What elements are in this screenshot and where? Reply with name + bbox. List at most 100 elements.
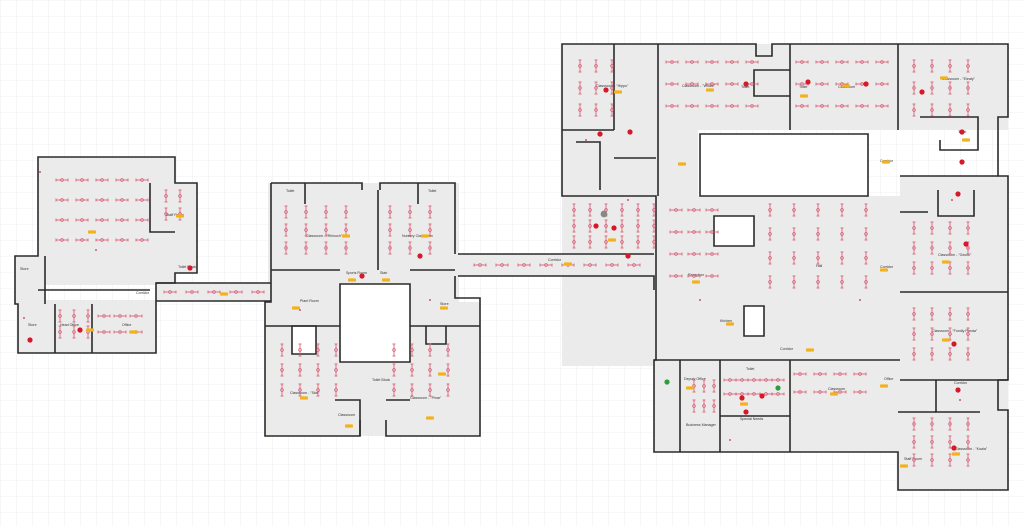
fluorescent-light-icon — [966, 347, 970, 361]
fluorescent-light-icon — [966, 261, 970, 275]
fluorescent-light-icon — [864, 227, 868, 241]
fluorescent-light-icon — [768, 203, 772, 217]
walls — [14, 43, 1009, 491]
exit-sign-icon — [940, 76, 948, 80]
room-label: Corridor — [136, 291, 150, 295]
fluorescent-light-icon — [298, 363, 302, 377]
room-labels: Classroom - "Hippo" Classroom - "Whale" … — [20, 77, 988, 461]
fluorescent-light-icon — [948, 435, 952, 449]
fluorescent-light-icon — [912, 327, 916, 341]
exit-sign-icon — [942, 338, 950, 342]
fluorescent-light-icon — [966, 417, 970, 431]
smoke-detector-icon — [859, 299, 861, 301]
fluorescent-light-icon — [875, 60, 889, 64]
exit-sign-icon — [608, 238, 616, 242]
fluorescent-light-icon — [627, 263, 641, 267]
fluorescent-light-icon — [388, 223, 392, 237]
fluorescent-light-icon — [705, 230, 719, 234]
fire-extinguisher-icon — [951, 341, 957, 347]
fluorescent-light-icon — [572, 235, 576, 249]
fluorescent-light-icon — [58, 309, 62, 323]
fluorescent-light-icon — [702, 379, 706, 393]
fluorescent-light-icon — [75, 178, 89, 182]
fluorescent-light-icon — [835, 60, 849, 64]
fluorescent-light-icon — [792, 227, 796, 241]
smoke-detector-icon — [699, 299, 701, 301]
exit-sign-icon — [130, 330, 138, 334]
fluorescent-light-icon — [912, 453, 916, 467]
fluorescent-light-icon — [446, 343, 450, 357]
fluorescent-light-icon — [930, 81, 934, 95]
fluorescent-light-icon — [280, 363, 284, 377]
room-label: Classroom - "Whale" — [682, 84, 716, 88]
fluorescent-light-icon — [594, 81, 598, 95]
fire-extinguisher-icon — [77, 327, 83, 333]
fire-extinguisher-icon — [963, 241, 969, 247]
fire-extinguisher-icon — [664, 379, 670, 385]
fluorescent-light-icon — [793, 372, 807, 376]
fluorescent-light-icon — [745, 60, 759, 64]
room-label: Toilet — [741, 85, 749, 89]
exit-sign-icon — [86, 328, 94, 332]
exit-sign-icon — [692, 280, 700, 284]
fire-extinguisher-icon — [603, 87, 609, 93]
markers-layer — [27, 76, 970, 468]
room-label: Store — [440, 302, 449, 306]
room-label: Nursery Classroom — [402, 234, 433, 238]
camera-icon — [600, 210, 608, 218]
room-label: Kitchen — [720, 319, 732, 323]
fluorescent-light-icon — [793, 390, 807, 394]
fluorescent-light-icon — [135, 218, 149, 222]
fluorescent-light-icon — [428, 363, 432, 377]
fluorescent-light-icon — [324, 205, 328, 219]
exit-sign-icon — [300, 396, 308, 400]
fluorescent-light-icon — [135, 198, 149, 202]
fluorescent-light-icon — [129, 314, 143, 318]
room-label: Classroom - "Star" — [290, 391, 320, 395]
fluorescent-light-icon — [948, 453, 952, 467]
room-label: Classroom - "Gecko" — [938, 253, 972, 257]
fluorescent-light-icon — [665, 60, 679, 64]
fluorescent-light-icon — [840, 275, 844, 289]
fluorescent-light-icon — [912, 417, 916, 431]
fluorescent-light-icon — [594, 103, 598, 117]
fluorescent-light-icon — [578, 81, 582, 95]
fluorescent-light-icon — [685, 82, 699, 86]
fire-extinguisher-icon — [775, 385, 781, 391]
room-label: Sports Room — [346, 271, 367, 275]
fluorescent-light-icon — [446, 383, 450, 397]
fluorescent-light-icon — [966, 307, 970, 321]
exit-sign-icon — [438, 372, 446, 376]
fluorescent-light-icon — [72, 309, 76, 323]
room-label: Reception — [688, 273, 704, 277]
fluorescent-light-icon — [685, 104, 699, 108]
fluorescent-light-icon — [604, 219, 608, 233]
smoke-detector-icon — [951, 199, 953, 201]
fluorescent-light-icon — [966, 327, 970, 341]
exit-sign-icon — [740, 402, 748, 406]
fluorescent-light-icon — [930, 435, 934, 449]
fluorescent-light-icon — [813, 372, 827, 376]
fluorescent-light-icon — [665, 82, 679, 86]
fluorescent-light-icon — [771, 378, 785, 382]
fluorescent-light-icon — [948, 417, 952, 431]
fire-extinguisher-icon — [597, 131, 603, 137]
fluorescent-light-icon — [636, 235, 640, 249]
smoke-detector-icon — [729, 439, 731, 441]
exit-sign-icon — [880, 384, 888, 388]
fluorescent-light-icon — [930, 417, 934, 431]
fluorescent-light-icon — [251, 290, 265, 294]
fluorescent-light-icon — [815, 104, 829, 108]
room-label: Head Office — [60, 323, 79, 327]
fluorescent-light-icon — [816, 203, 820, 217]
fluorescent-light-icon — [840, 251, 844, 265]
fluorescent-light-icon — [912, 307, 916, 321]
room-label: Classroom - "Eleaty" — [942, 77, 976, 81]
fluorescent-light-icon — [55, 238, 69, 242]
exit-sign-icon — [614, 90, 622, 94]
exit-sign-icon — [426, 416, 434, 420]
fluorescent-light-icon — [495, 263, 509, 267]
smoke-detector-icon — [39, 171, 41, 173]
fluorescent-light-icon — [72, 325, 76, 339]
